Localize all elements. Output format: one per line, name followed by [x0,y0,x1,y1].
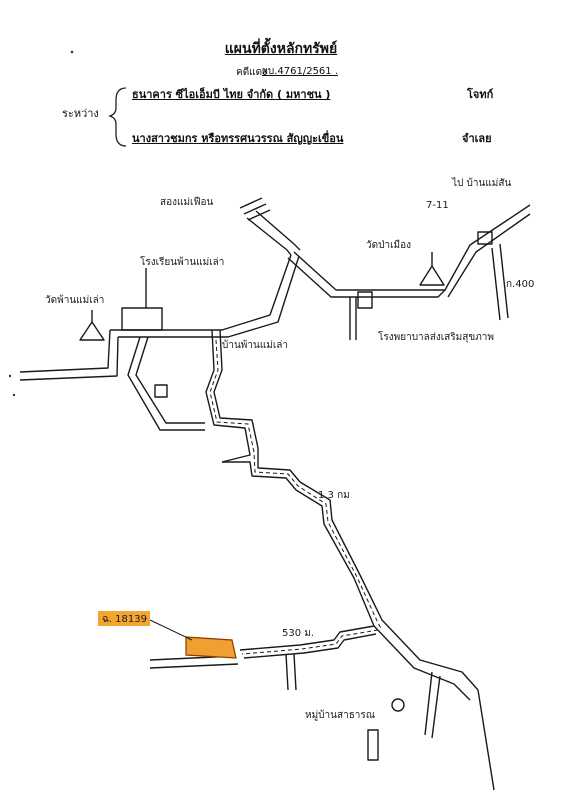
road-main-east [447,213,531,298]
case-number-value: ผบ.4761/2561 . [262,66,339,77]
road-stub [293,653,297,691]
hatch-mark [243,203,267,215]
plaintiff-name: ธนาคาร ซีไอเอ็มบี ไทย จำกัด ( มหาชน ) [132,88,331,101]
between-label: ระหว่าง [62,107,99,120]
school-building [121,307,163,331]
party-brace [107,87,127,147]
stray-mark [12,393,16,397]
label-bottom-place: หมู่บ้านสาธารณ [305,709,375,721]
road-to-school [118,255,300,338]
property-pointer [149,619,193,641]
label-distance-3km: 1.3 กม [318,490,350,501]
label-property-tag: ฉ. 18139 [102,614,147,625]
case-number-label: คดีแดง [236,67,268,78]
label-village: บ้านพ้านแม่เล่า [222,339,288,351]
road-to-property [239,625,375,651]
hatch-mark [239,197,263,209]
loop-hatch [154,384,168,398]
label-km-400: ก.400 [506,279,534,290]
temple-left-icon [79,321,105,341]
label-school: โรงเรียนพ้านแม่เล่า [140,255,224,268]
defendant-role: จำเลย [462,132,492,145]
road-stub [431,675,441,739]
road-upper-left [246,217,292,256]
road-village [205,329,251,463]
road-right-edge [491,247,501,321]
temple-right-icon [419,265,445,286]
label-seven-eleven: 7-11 [426,200,449,211]
road-to-property [243,633,377,659]
hatch-mark [247,209,271,221]
label-distance-530: 530 ม. [282,628,314,639]
road-stub [477,689,495,791]
property-parcel [185,636,237,659]
route-dashed [209,339,383,631]
label-temple-left: วัดพ้านแม่เล่า [45,294,104,306]
road-stub [285,653,289,691]
hospital-building [357,291,373,309]
property-tag-bg [98,611,150,626]
road-main-east [287,257,446,298]
road-to-school [110,254,292,331]
defendant-name: นางสาวชมกร หรือทรรศนวรรณ สัญญะเขื่อน [132,132,344,145]
road-village [222,461,297,491]
label-to-mae-san: ไป บ้านแม่สัน [451,177,511,189]
road-property-west [149,663,239,669]
road-long-diagonal [299,481,479,691]
label-temple-right: วัดป่าเมือง [366,239,411,251]
bottom-wall [367,729,379,761]
road-west [19,336,119,381]
road-village [213,329,301,483]
label-top-road: สองแม่เฟือน [160,196,214,208]
stray-mark [8,374,12,378]
seven-eleven-building [477,231,493,245]
road-west [19,329,111,373]
label-hospital: โรงพยาบาลส่งเสริมสุขภาพ [378,330,494,343]
road-right-edge [499,243,509,319]
tree-icon [391,698,405,712]
road-upper-left [255,210,301,251]
document-title: แผนที่ตั้งหลักทรัพย์ [224,41,338,57]
route-dashed [241,629,379,655]
road-stub [424,671,433,736]
road-loop [135,336,205,424]
stray-mark [70,50,74,54]
road-long-diagonal [295,489,471,701]
plaintiff-role: โจทก์ [467,88,494,101]
road-loop [127,336,205,431]
